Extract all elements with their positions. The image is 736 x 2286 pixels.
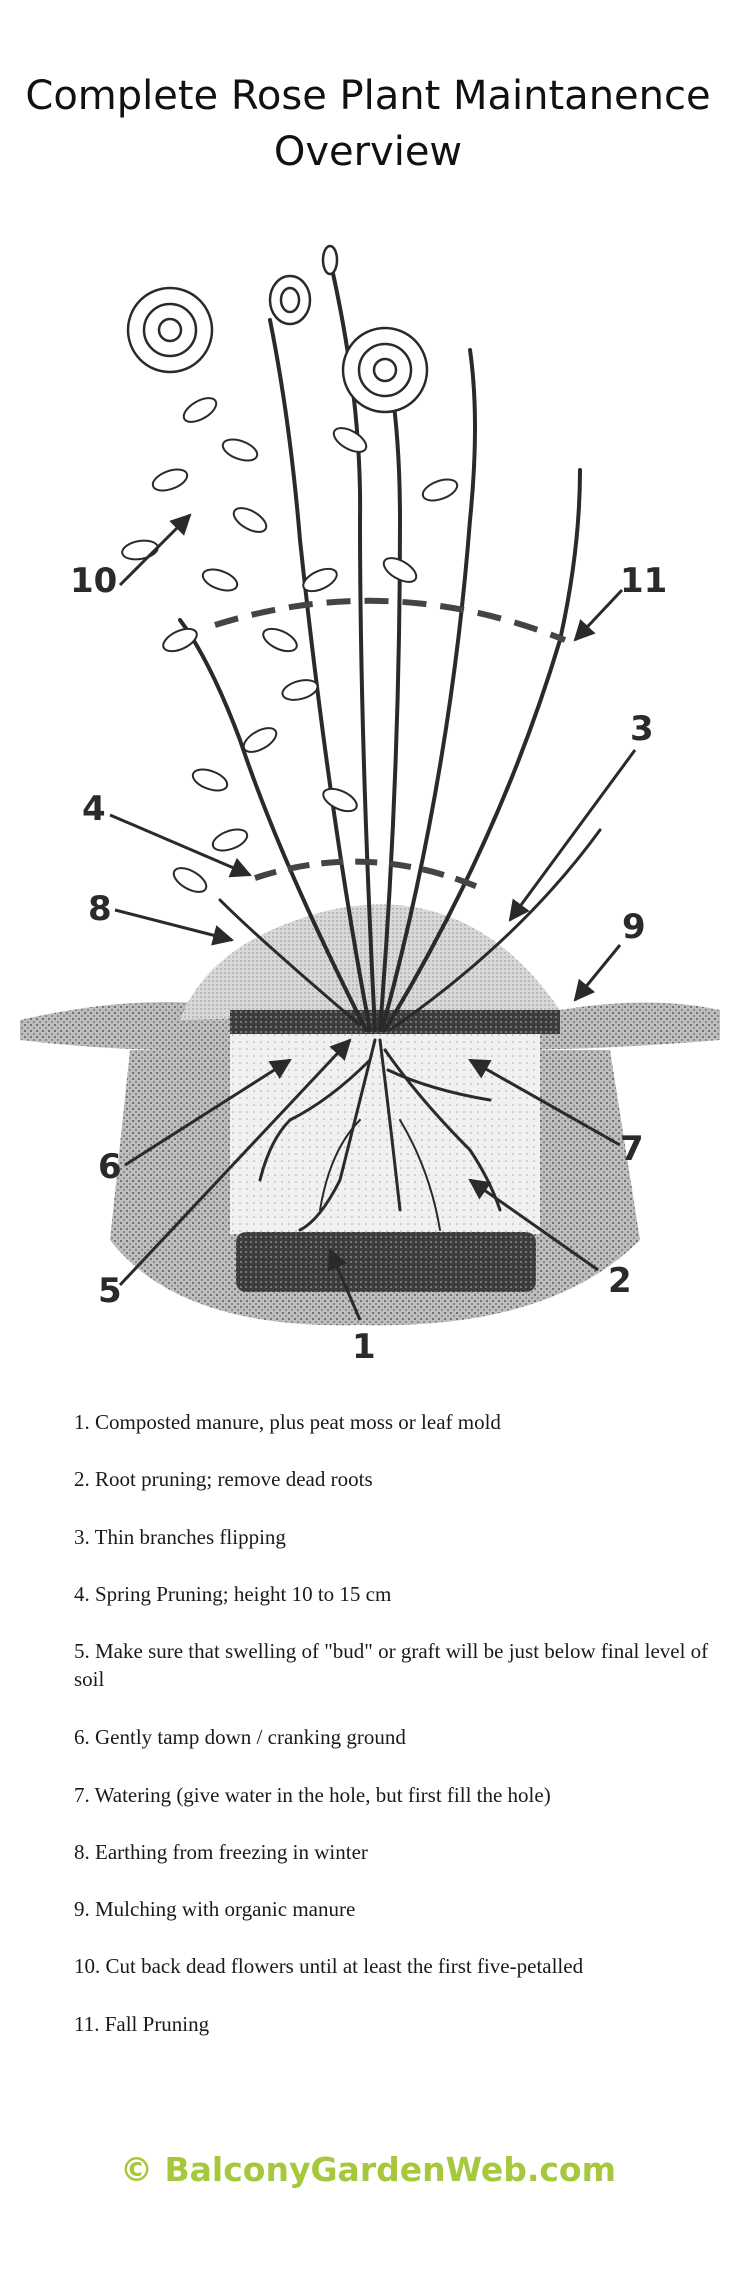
legend-item: 11. Fall Pruning	[74, 2012, 210, 2036]
manure-layer	[236, 1232, 536, 1292]
callout-6: 6	[98, 1147, 122, 1187]
rose-canes	[178, 258, 602, 1032]
spring-pruning-line	[254, 858, 487, 893]
callout-3: 3	[630, 709, 654, 749]
rose-bloom	[126, 286, 214, 374]
title-line-1: Complete Rose Plant Maintanence	[25, 73, 711, 119]
callout-numbers: 1 2 3 4 5 6 7 8 9 10 11	[70, 561, 667, 1367]
callout-8: 8	[88, 889, 112, 929]
rose-bud	[268, 274, 312, 326]
legend-item: 4. Spring Pruning; height 10 to 15 cm	[74, 1582, 392, 1606]
fall-pruning-line	[214, 597, 567, 643]
callout-10: 10	[70, 561, 117, 601]
callout-9: 9	[622, 907, 646, 947]
callout-7: 7	[620, 1129, 644, 1169]
legend-item: 1. Composted manure, plus peat moss or l…	[74, 1410, 501, 1434]
legend-item: 7. Watering (give water in the hole, but…	[74, 1783, 551, 1807]
planting-hole	[230, 1034, 540, 1234]
legend-item: 8. Earthing from freezing in winter	[74, 1840, 368, 1864]
footer-credit: © BalconyGardenWeb.com	[120, 2150, 616, 2189]
legend-item: 2. Root pruning; remove dead roots	[74, 1467, 373, 1491]
rose-leaves	[121, 397, 459, 893]
roots	[258, 1038, 502, 1232]
page-title: Complete Rose Plant Maintanence Overview	[0, 68, 736, 180]
callout-2: 2	[608, 1261, 632, 1301]
callout-5: 5	[98, 1271, 122, 1311]
callout-1: 1	[352, 1327, 376, 1367]
legend-item: 3. Thin branches flipping	[74, 1525, 286, 1549]
callout-arrows	[109, 513, 637, 1321]
rose-planting-diagram: 1 2 3 4 5 6 7 8 9 10 11	[20, 244, 720, 1367]
legend-item: 9. Mulching with organic manure	[74, 1897, 356, 1921]
rose-bud	[321, 244, 339, 276]
legend-item: 5. Make sure that swelling of "bud" or g…	[74, 1639, 709, 1691]
callout-11: 11	[620, 561, 667, 601]
legend-item: 6. Gently tamp down / cranking ground	[74, 1725, 406, 1749]
rose-blooms	[126, 244, 429, 414]
legend-item: 10. Cut back dead flowers until at least…	[74, 1954, 584, 1978]
callout-4: 4	[82, 789, 106, 829]
rose-bloom	[341, 326, 429, 414]
title-line-2: Overview	[273, 129, 463, 175]
